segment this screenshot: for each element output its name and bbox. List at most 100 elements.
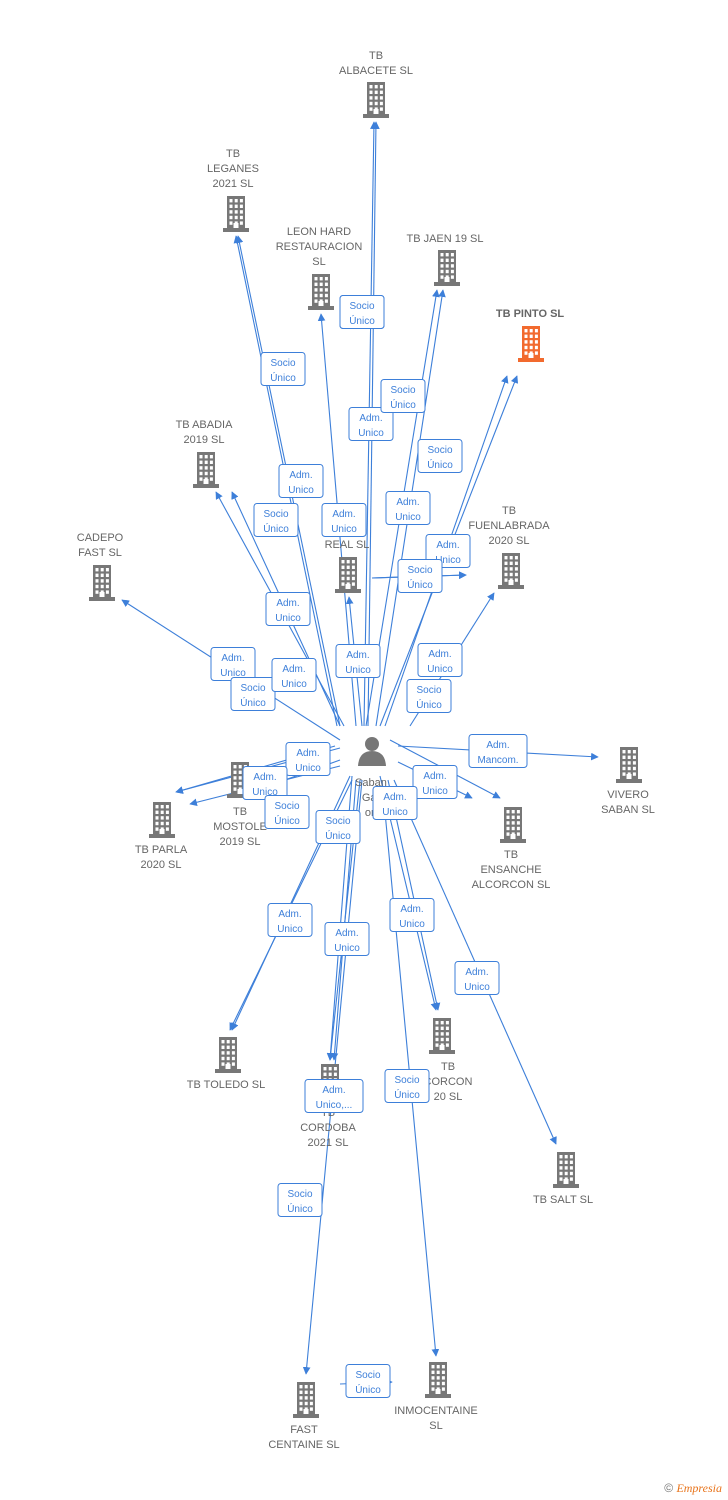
edge-label-text: Unico xyxy=(295,763,321,774)
node-label-real[interactable]: REAL SL xyxy=(325,539,370,551)
node-label-leganes[interactable]: 2021 SL xyxy=(213,178,254,190)
edge-label-p-to-alcorcon[interactable]: Adm.Unico xyxy=(372,786,418,820)
node-label-mostoles[interactable]: 2019 SL xyxy=(220,836,261,848)
building-icon-parla[interactable] xyxy=(149,802,175,838)
node-label-ensanche[interactable]: ENSANCHE xyxy=(480,864,541,876)
building-icon-fast[interactable] xyxy=(293,1382,319,1418)
node-label-leon[interactable]: LEON HARD xyxy=(287,226,351,238)
edge-label-p-to-mostoles[interactable]: Adm.Unico xyxy=(285,742,331,776)
node-label-salt[interactable]: TB SALT SL xyxy=(533,1194,593,1206)
edge-label-text: Único xyxy=(287,1202,313,1215)
node-label-cadepo[interactable]: CADEPO xyxy=(77,532,124,544)
edge-label-text: Adm. xyxy=(346,650,369,661)
node-label-parla[interactable]: TB PARLA xyxy=(135,844,188,856)
edge-label-text: Unico xyxy=(275,613,301,624)
edge-label-text: Socio xyxy=(407,565,432,576)
node-label-inmo[interactable]: SL xyxy=(429,1420,442,1432)
node-label-alcorcon[interactable]: CORCON xyxy=(424,1076,473,1088)
edge-label-text: Socio xyxy=(394,1075,419,1086)
node-label-jaen[interactable]: TB JAEN 19 SL xyxy=(406,233,483,245)
node-label-albacete[interactable]: ALBACETE SL xyxy=(339,65,413,77)
edge-label-p-to-abadia[interactable]: Adm.Unico xyxy=(278,464,324,498)
building-icon-jaen[interactable] xyxy=(434,250,460,286)
edge-label-p-to-cordoba[interactable]: Adm.Unico,... xyxy=(304,1079,364,1113)
building-icon-inmo[interactable] xyxy=(425,1362,451,1398)
node-label-fast[interactable]: CENTAINE SL xyxy=(268,1439,339,1451)
edge-label-text: Unico xyxy=(464,982,490,993)
node-label-fuenlabrada[interactable]: FUENLABRADA xyxy=(468,520,550,532)
building-icon-vivero[interactable] xyxy=(616,747,642,783)
building-icon-leganes[interactable] xyxy=(223,196,249,232)
node-label-pinto[interactable]: TB PINTO SL xyxy=(496,308,565,320)
edge-label-p-to-albacete[interactable]: Adm.Unico xyxy=(321,503,367,537)
node-label-fuenlabrada[interactable]: 2020 SL xyxy=(489,535,530,547)
edge-label-text: Socio xyxy=(325,816,350,827)
edge-label-p-to-leganes[interactable]: Adm.Unico xyxy=(265,592,311,626)
building-icon-cadepo[interactable] xyxy=(89,565,115,601)
node-label-albacete[interactable]: TB xyxy=(369,50,383,62)
edge-label-p-to-alcorcon[interactable]: Adm.Unico xyxy=(389,898,435,932)
node-label-alcorcon[interactable]: 20 SL xyxy=(434,1091,463,1103)
building-icon-abadia[interactable] xyxy=(193,452,219,488)
edge-label-text: Adm. xyxy=(221,653,244,664)
building-icon-alcorcon[interactable] xyxy=(429,1018,455,1054)
edge-label-p-to-parla[interactable]: Adm.Unico xyxy=(271,658,317,692)
building-icon-leon[interactable] xyxy=(308,274,334,310)
edge-label-p-to-vivero[interactable]: Adm.Mancom. xyxy=(468,734,528,768)
edge-label-text: Unico xyxy=(345,665,371,676)
node-label-vivero[interactable]: VIVERO xyxy=(607,789,649,801)
node-label-mostoles[interactable]: TB xyxy=(233,806,247,818)
edge-label-p-to-ensanche[interactable]: Adm.Unico xyxy=(412,765,458,799)
node-label-cordoba[interactable]: 2021 SL xyxy=(308,1137,349,1149)
edge-label-p-to-pinto[interactable]: Adm.Unico xyxy=(385,491,431,525)
edge-label-text: Socio xyxy=(270,358,295,369)
node-label-fuenlabrada[interactable]: TB xyxy=(502,505,516,517)
building-icon-albacete[interactable] xyxy=(363,82,389,118)
building-icon-salt[interactable] xyxy=(553,1152,579,1188)
node-label-cadepo[interactable]: FAST SL xyxy=(78,547,122,559)
node-label-alcorcon[interactable]: TB xyxy=(441,1061,455,1073)
edge-label-p-to-mostoles[interactable]: Adm.Unico xyxy=(242,766,288,800)
node-label-inmo[interactable]: INMOCENTAINE xyxy=(394,1405,478,1417)
node-label-abadia[interactable]: TB ABADIA xyxy=(176,419,234,431)
node-label-leganes[interactable]: LEGANES xyxy=(207,163,259,175)
building-icon-real[interactable] xyxy=(335,557,361,593)
edge-label-p-to-fuenlabrada[interactable]: Adm.Unico xyxy=(417,643,463,677)
node-label-leon[interactable]: RESTAURACION xyxy=(276,241,363,253)
node-label-fast[interactable]: FAST xyxy=(290,1424,318,1436)
building-icon-ensanche[interactable] xyxy=(500,807,526,843)
node-label-vivero[interactable]: SABAN SL xyxy=(601,804,655,816)
edge-label-p-to-toledo[interactable]: Adm.Unico xyxy=(267,903,313,937)
person-icon[interactable] xyxy=(358,737,386,766)
building-icon-pinto[interactable] xyxy=(518,326,544,362)
node-label-leganes[interactable]: TB xyxy=(226,148,240,160)
node-label-ensanche[interactable]: TB xyxy=(504,849,518,861)
edge-label-p-to-real[interactable]: Adm. Unico xyxy=(335,644,381,678)
building-icon-fuenlabrada[interactable] xyxy=(498,553,524,589)
edge-label-p-to-jaen[interactable]: Adm.Unico xyxy=(348,407,394,441)
node-label-abadia[interactable]: 2019 SL xyxy=(184,434,225,446)
node-label-parla[interactable]: 2020 SL xyxy=(141,859,182,871)
node-label-ensanche[interactable]: ALCORCON SL xyxy=(472,879,551,891)
node-label-cordoba[interactable]: CORDOBA xyxy=(300,1122,356,1134)
node-label-leon[interactable]: SL xyxy=(312,256,325,268)
node-label-toledo[interactable]: TB TOLEDO SL xyxy=(187,1079,265,1091)
edge-label-p-to-salt[interactable]: Adm.Unico xyxy=(454,961,500,995)
edge-label-p-to-cadepo[interactable]: Adm.Unico xyxy=(210,647,256,681)
building-icon-toledo[interactable] xyxy=(215,1037,241,1073)
node-label-mostoles[interactable]: MOSTOLE xyxy=(213,821,267,833)
edge-label-p-to-cordoba[interactable]: Adm.Unico xyxy=(324,922,370,956)
